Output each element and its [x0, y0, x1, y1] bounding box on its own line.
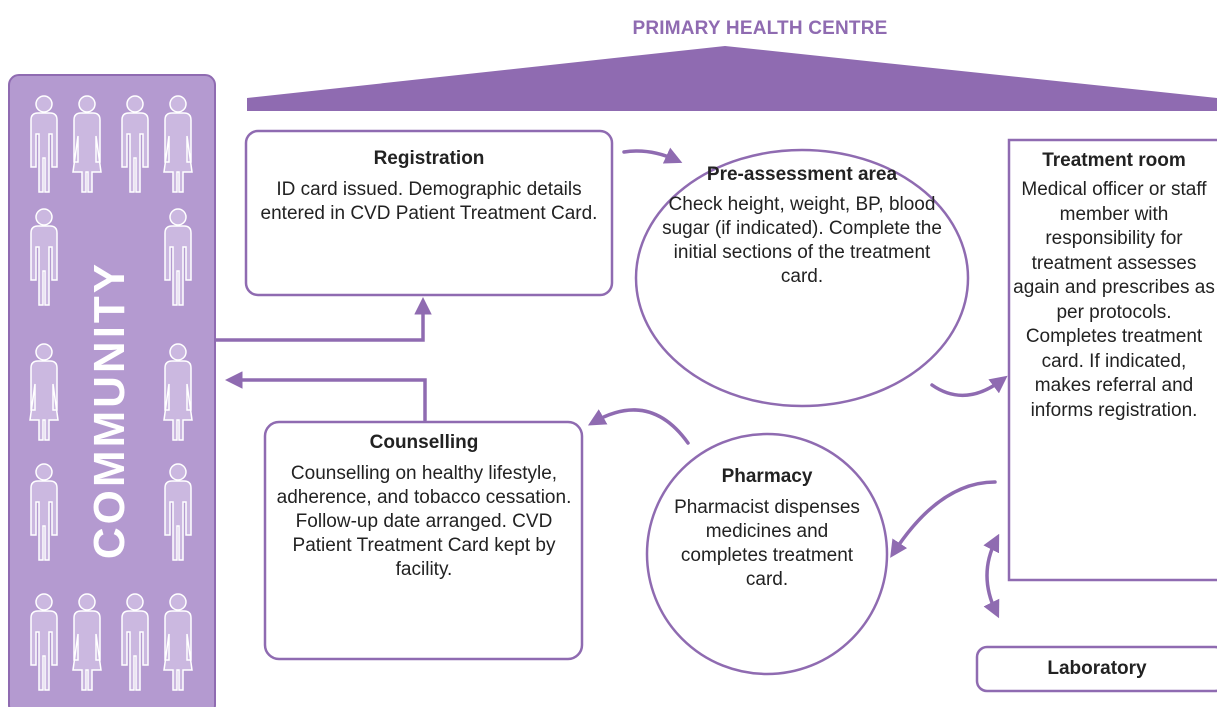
pre-assessment-ellipse — [634, 148, 970, 408]
treatment-room-title: Treatment room — [1042, 150, 1186, 171]
counselling-box — [263, 420, 584, 661]
registration-box — [244, 129, 614, 297]
registration-text: ID card issued. Demographic details ente… — [260, 179, 598, 224]
laboratory-title: Laboratory — [1047, 658, 1147, 679]
page-title: PRIMARY HEALTH CENTRE — [632, 18, 888, 39]
laboratory-node: Laboratory — [990, 658, 1204, 680]
arrow-counselling-to-community — [225, 371, 427, 422]
treatment-room-text: Medical officer or staff member with res… — [1013, 179, 1215, 421]
pre-assessment-title: Pre-assessment area — [706, 164, 898, 185]
laboratory-box — [975, 645, 1217, 693]
counselling-text: Counselling on healthy lifestyle, adhere… — [276, 463, 572, 580]
health-centre-roof — [247, 46, 1217, 111]
arrow-preassessment-to-treatment — [930, 375, 1008, 397]
arrow-registration-to-preassessment — [622, 147, 683, 164]
pharmacy-title: Pharmacy — [721, 466, 813, 487]
arrow-pharmacy-to-counselling — [587, 408, 690, 445]
registration-node: Registration ID card issued. Demographic… — [260, 148, 598, 226]
pre-assessment-node: Pre-assessment area Check height, weight… — [655, 163, 949, 289]
community-panel — [8, 74, 216, 707]
pharmacy-circle — [645, 432, 889, 676]
registration-title: Registration — [373, 148, 485, 169]
treatment-room-box — [1007, 138, 1217, 582]
community-label: COMMUNITY — [70, 260, 150, 560]
arrow-treatment-to-pharmacy — [890, 480, 997, 558]
arrow-treatment-laboratory — [983, 533, 1000, 619]
community-label-text: COMMUNITY — [85, 260, 134, 560]
counselling-title: Counselling — [369, 432, 479, 453]
counselling-node: Counselling Counselling on healthy lifes… — [274, 432, 574, 582]
pharmacy-text: Pharmacist dispenses medicines and compl… — [674, 497, 860, 590]
treatment-room-node: Treatment room Medical officer or staff … — [1013, 150, 1215, 423]
pharmacy-node: Pharmacy Pharmacist dispenses medicines … — [667, 466, 867, 592]
arrow-community-to-registration — [214, 297, 432, 342]
pre-assessment-text: Check height, weight, BP, blood sugar (i… — [662, 194, 942, 287]
